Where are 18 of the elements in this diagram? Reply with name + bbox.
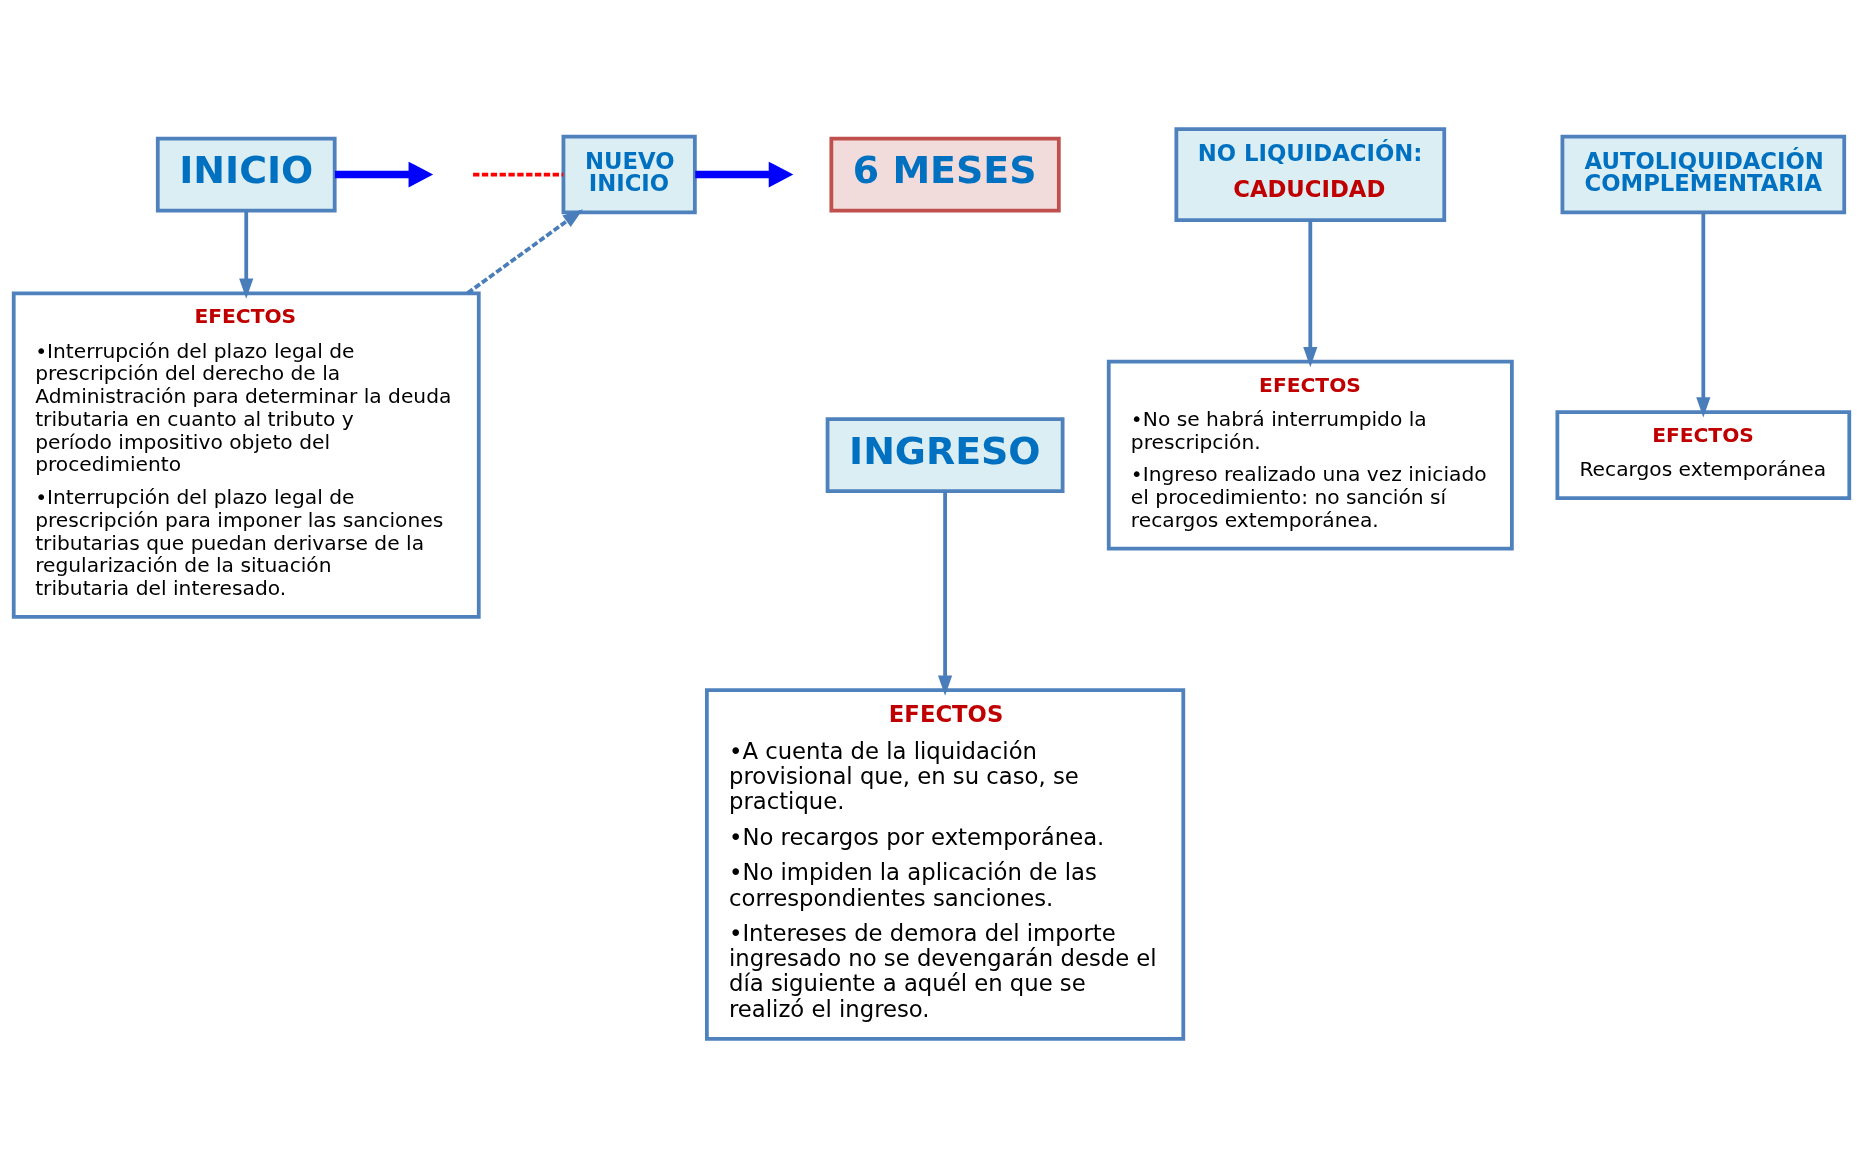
arrow — [695, 161, 794, 187]
node-box: AUTOLIQUIDACIÓN COMPLEMENTARIA — [1560, 134, 1847, 214]
arrow — [466, 208, 583, 295]
arrow — [1696, 212, 1711, 417]
arrow — [938, 490, 953, 696]
node-box: NO LIQUIDACIÓN: CADUCIDAD — [1174, 126, 1447, 222]
arrow — [334, 161, 434, 187]
node-box: EFECTOS •A cuenta de la liquidación provisional que, en su caso, se practique. •No recargos por extemporánea. •No impiden la aplicación de las correspondientes sanciones. •Intereses de demora del importe ingresado no se devengarán desde el día siguiente a aquél en que se realizó el ingreso. — [704, 687, 1186, 1041]
node-box: INICIO — [155, 136, 337, 212]
node-box: INGRESO — [825, 416, 1065, 493]
node-box: EFECTOS •No se habrá interrumpido la prescripción. •Ingreso realizado una vez iniciado el procedimiento: no sanción sí recargos extemporánea. — [1106, 359, 1514, 550]
arrow — [239, 210, 254, 299]
node-box: EFECTOS •Interrupción del plazo legal de prescripción del derecho de la Administración para determinar la deuda tributaria en cuanto al tributo y período impositivo objeto del procedimiento •Interrupción del plazo legal de prescripción para imponer las sanciones tributarias que puedan derivarse de la regularización de la situación tributaria del interesado. — [11, 290, 481, 619]
connector — [473, 172, 564, 176]
node-box: EFECTOS Recargos extemporánea — [1555, 409, 1852, 500]
node-box: NUEVO INICIO — [561, 134, 697, 214]
node-box: 6 MESES — [829, 136, 1061, 212]
arrow — [1303, 220, 1318, 367]
